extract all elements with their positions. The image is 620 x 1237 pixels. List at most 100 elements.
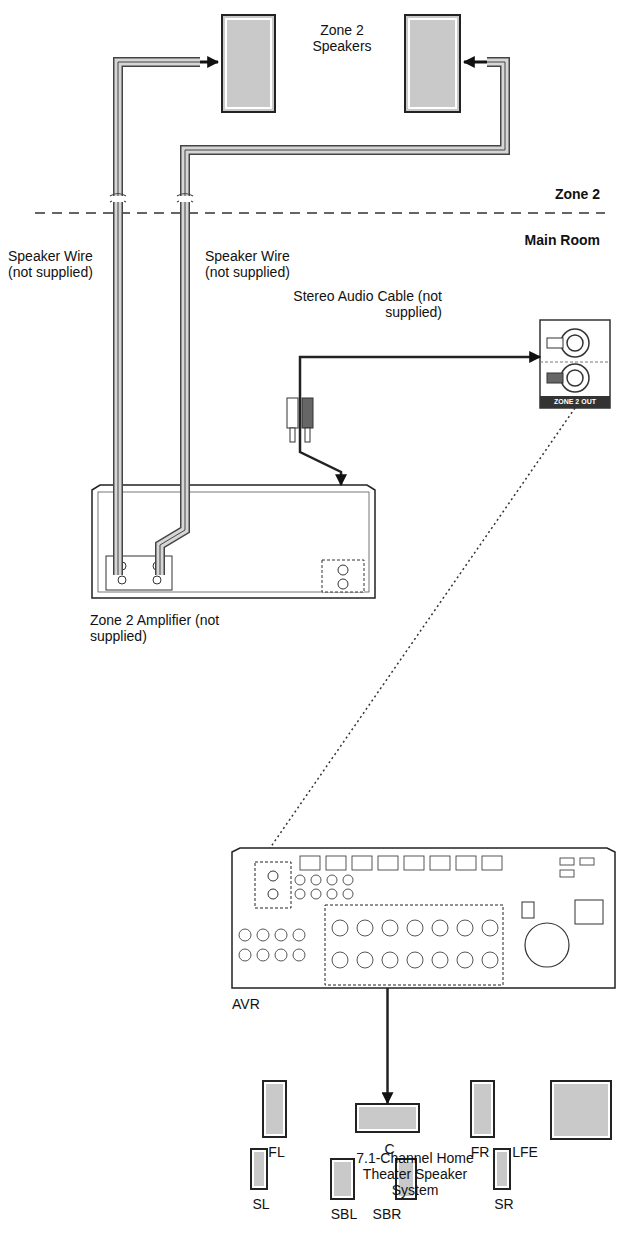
break-mark	[110, 194, 126, 203]
rca-jack	[275, 949, 287, 961]
wire-arrow	[200, 61, 218, 64]
binding-post	[457, 920, 473, 936]
break-mark	[177, 194, 193, 203]
wire-inner	[160, 62, 505, 575]
hdmi-port	[352, 856, 372, 870]
plug	[302, 398, 313, 428]
jack	[561, 364, 589, 392]
jack	[268, 889, 278, 899]
part-label: Zone 2 Speakers	[302, 22, 382, 54]
jack	[567, 335, 583, 351]
device-label: ZONE 2 OUT	[540, 396, 610, 408]
vent	[580, 858, 594, 865]
vent	[560, 858, 574, 865]
hdmi-port	[456, 856, 476, 870]
power-inlet	[575, 900, 603, 924]
speaker-node: SBL	[330, 1158, 355, 1200]
terminal	[153, 576, 161, 584]
hdmi-port	[300, 856, 320, 870]
zone-label: Zone 2	[520, 186, 600, 202]
speaker-label: SBL	[324, 1206, 364, 1222]
speaker-node: FR	[470, 1080, 495, 1138]
wire-arrow	[464, 61, 487, 64]
device-node: AVR	[232, 848, 615, 988]
fan	[525, 923, 569, 967]
jack	[567, 370, 583, 386]
rca-jack	[275, 929, 287, 941]
amplifier-body	[92, 485, 375, 598]
hdmi-port	[404, 856, 424, 870]
rca-jack	[239, 929, 251, 941]
hdmi-port	[378, 856, 398, 870]
speaker-label: SR	[484, 1196, 524, 1212]
rca-jack	[293, 949, 305, 961]
hdmi-port	[430, 856, 450, 870]
amplifier-panel	[98, 492, 369, 592]
zone2-speaker	[222, 15, 275, 112]
device-label: Zone 2 Amplifier (not supplied)	[90, 612, 250, 644]
binding-post	[457, 952, 473, 968]
speaker-label: LFE	[505, 1144, 545, 1160]
terminal	[118, 576, 126, 584]
binding-post	[407, 952, 423, 968]
cable-label: Stereo Audio Cable (not supplied)	[262, 288, 442, 320]
rca-jack	[239, 949, 251, 961]
break-gap	[179, 196, 191, 202]
cable-connector	[386, 988, 389, 1103]
rca-jack	[293, 929, 305, 941]
plug-tip	[290, 428, 295, 442]
speaker-node: SR	[493, 1148, 511, 1190]
hdmi-port	[326, 856, 346, 870]
rca-jack	[257, 929, 269, 941]
binding-post	[432, 920, 448, 936]
rca-jack	[327, 889, 337, 899]
avr-details	[239, 856, 594, 968]
rca-jack	[327, 875, 337, 885]
speaker-wires	[110, 62, 505, 575]
speaker-node: C	[355, 1103, 420, 1133]
wire-label: Speaker Wire (not supplied)	[8, 248, 108, 280]
rca-jack	[311, 889, 321, 899]
input-jack	[338, 565, 348, 575]
device-label: AVR	[232, 996, 292, 1012]
wire-core	[160, 62, 505, 575]
panel-body	[540, 320, 610, 408]
speaker-node: LFE	[550, 1080, 612, 1140]
input-jack	[338, 579, 348, 589]
zone2-out-jacks	[255, 862, 291, 908]
speaker-node: SL	[250, 1148, 268, 1190]
jack-panel: ZONE 2 OUT	[540, 320, 610, 408]
speaker-outputs	[325, 905, 503, 985]
zone2-speaker	[405, 15, 460, 112]
device-node: Zone 2 Amplifier (not supplied)	[92, 485, 375, 598]
binding-post	[382, 952, 398, 968]
binding-post	[432, 952, 448, 968]
plug-tip	[305, 428, 310, 442]
binding-post	[357, 952, 373, 968]
speaker-label: SL	[241, 1196, 281, 1212]
break-gap	[112, 196, 124, 202]
binding-post	[332, 920, 348, 936]
amp-input	[322, 560, 364, 592]
plug	[547, 373, 563, 383]
avr-body	[232, 848, 615, 988]
rca-jack	[295, 889, 305, 899]
rca-jack	[343, 889, 353, 899]
speaker-inner	[226, 19, 271, 108]
plug	[287, 398, 298, 428]
hdmi-port	[482, 856, 502, 870]
speaker-node: FL	[262, 1080, 287, 1138]
part-label: 7.1-Channel Home Theater Speaker System	[345, 1150, 485, 1198]
rca-jack	[343, 875, 353, 885]
binding-post	[407, 920, 423, 936]
speaker-inner	[409, 19, 456, 108]
binding-post	[382, 920, 398, 936]
rca-jack	[295, 875, 305, 885]
wire-outer	[160, 62, 505, 575]
binding-post	[357, 920, 373, 936]
dotted-leader	[270, 408, 575, 848]
rca-jack	[311, 875, 321, 885]
binding-post	[482, 952, 498, 968]
panel-divider	[540, 362, 610, 363]
cable-connector	[300, 357, 540, 485]
